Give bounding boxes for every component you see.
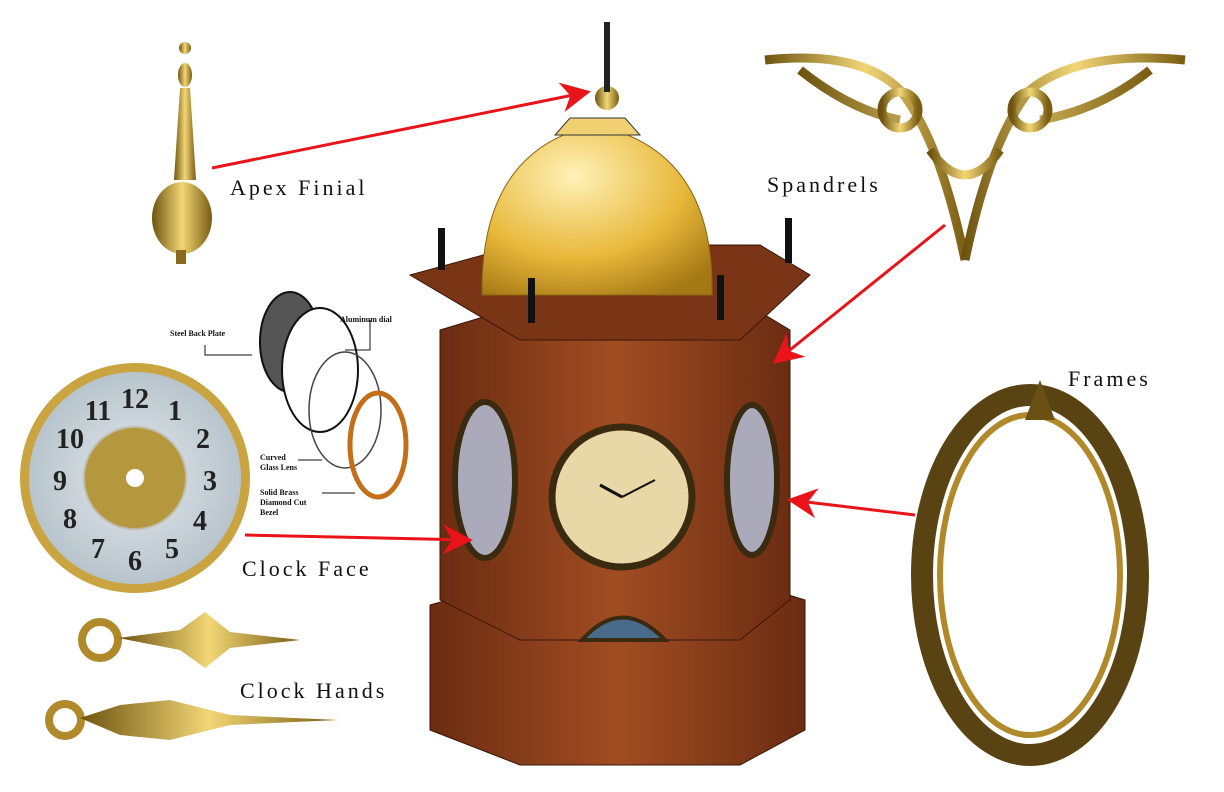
svg-text:2: 2 bbox=[196, 424, 210, 455]
arrow-spandrels bbox=[772, 223, 946, 364]
arrow-apex-finial bbox=[211, 82, 591, 170]
clock-hands-label: Clock Hands bbox=[240, 678, 387, 703]
clock-tower-model bbox=[408, 22, 811, 766]
bezel-label-3: Bezel bbox=[260, 508, 279, 517]
svg-text:5: 5 bbox=[165, 534, 179, 565]
curved-glass-lens-label-1: Curved bbox=[260, 453, 286, 462]
steel-back-plate-label: Steel Back Plate bbox=[170, 329, 226, 338]
svg-text:12: 12 bbox=[121, 384, 149, 415]
spandrel-image bbox=[764, 53, 1186, 261]
frame-image bbox=[911, 380, 1149, 766]
svg-text:7: 7 bbox=[91, 534, 105, 565]
aluminum-dial-label: Aluminum dial bbox=[340, 315, 393, 324]
svg-text:10: 10 bbox=[56, 424, 84, 455]
svg-text:11: 11 bbox=[85, 396, 111, 427]
svg-text:8: 8 bbox=[63, 504, 77, 535]
svg-text:3: 3 bbox=[203, 466, 217, 497]
bezel-label-2: Diamond Cut bbox=[260, 498, 307, 507]
svg-text:9: 9 bbox=[53, 466, 67, 497]
pointer-arrows bbox=[211, 82, 946, 555]
svg-text:1: 1 bbox=[168, 396, 182, 427]
apex-finial-label: Apex Finial bbox=[230, 175, 368, 200]
arrow-frames bbox=[787, 488, 916, 519]
clock-hands-image bbox=[45, 612, 338, 740]
svg-text:4: 4 bbox=[193, 506, 207, 537]
svg-text:6: 6 bbox=[128, 546, 142, 577]
apex-finial-image bbox=[152, 42, 212, 264]
arrow-clock-face bbox=[244, 524, 473, 555]
bezel-label-1: Solid Brass bbox=[260, 488, 298, 497]
frames-label: Frames bbox=[1068, 366, 1151, 391]
clock-face-label: Clock Face bbox=[242, 556, 372, 581]
exploded-dial-diagram: Steel Back Plate Aluminum dial Curved Gl… bbox=[170, 291, 409, 517]
spandrels-label: Spandrels bbox=[767, 172, 881, 197]
curved-glass-lens-label-2: Glass Lens bbox=[260, 463, 297, 472]
